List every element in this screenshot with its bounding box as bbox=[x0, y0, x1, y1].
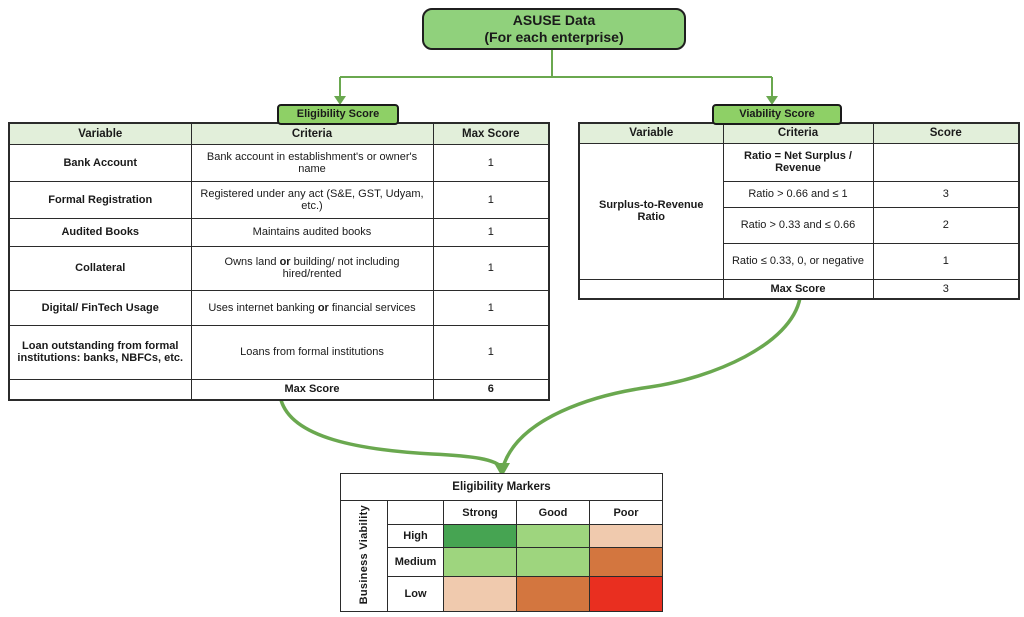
matrix-title-row: Eligibility Markers bbox=[339, 473, 664, 501]
matrix-color-cell bbox=[443, 524, 517, 548]
score-cell: 6 bbox=[432, 378, 550, 401]
matrix-color-cell bbox=[443, 547, 517, 577]
matrix-color-cell bbox=[516, 524, 590, 548]
score-cell: 1 bbox=[432, 324, 550, 380]
score-cell: 1 bbox=[432, 289, 550, 326]
variable-cell bbox=[8, 378, 192, 401]
criteria-cell: Owns land or building/ not including hir… bbox=[190, 245, 434, 291]
variable-cell: Surplus-to-Revenue Ratio bbox=[578, 142, 724, 280]
criteria-cell: Max Score bbox=[190, 378, 434, 401]
variable-cell: Bank Account bbox=[8, 143, 192, 182]
score-cell: 1 bbox=[432, 245, 550, 291]
asuse-data-node: ASUSE Data (For each enterprise) bbox=[422, 8, 686, 50]
criteria-cell: Ratio = Net Surplus / Revenue bbox=[722, 142, 874, 182]
column-header: Score bbox=[872, 122, 1020, 144]
criteria-cell: Ratio > 0.66 and ≤ 1 bbox=[722, 180, 874, 208]
score-cell: 1 bbox=[432, 143, 550, 182]
criteria-cell: Bank account in establishment's or owner… bbox=[190, 143, 434, 182]
variable-cell: Collateral bbox=[8, 245, 192, 291]
asuse-title-line2: (For each enterprise) bbox=[484, 29, 624, 45]
score-cell bbox=[872, 142, 1020, 182]
row-axis-label: Business Viability bbox=[340, 500, 388, 612]
variable-cell: Digital/ FinTech Usage bbox=[8, 289, 192, 326]
score-cell: 1 bbox=[432, 180, 550, 219]
score-cell: 3 bbox=[872, 180, 1020, 208]
variable-cell bbox=[578, 278, 724, 300]
eligibility-score-badge: Eligibility Score bbox=[277, 104, 399, 125]
column-header: Criteria bbox=[190, 122, 434, 145]
score-cell: 1 bbox=[432, 217, 550, 247]
matrix-row-header: High bbox=[387, 524, 444, 548]
matrix-row-header: Medium bbox=[387, 547, 444, 577]
column-header: Criteria bbox=[722, 122, 874, 144]
eligibility-row: Loan outstanding from formal institution… bbox=[8, 324, 550, 380]
criteria-cell: Max Score bbox=[722, 278, 874, 300]
criteria-cell: Uses internet banking or financial servi… bbox=[190, 289, 434, 326]
asuse-title-line1: ASUSE Data bbox=[512, 12, 596, 28]
curve-from-eligibility bbox=[279, 398, 504, 470]
matrix-title: Eligibility Markers bbox=[339, 473, 664, 501]
matrix-row: Medium bbox=[341, 547, 664, 577]
score-cell: 2 bbox=[872, 206, 1020, 244]
score-cell: 1 bbox=[872, 242, 1020, 280]
criteria-cell: Maintains audited books bbox=[190, 217, 434, 247]
matrix-column-header: Poor bbox=[588, 500, 664, 525]
matrix-color-cell bbox=[588, 524, 664, 548]
matrix-row: High bbox=[341, 524, 664, 548]
matrix-color-cell bbox=[588, 576, 664, 612]
matrix-corner-cell bbox=[387, 500, 444, 525]
matrix-color-cell bbox=[516, 576, 590, 612]
column-header: Variable bbox=[8, 122, 192, 145]
top-tree-lines bbox=[339, 46, 773, 97]
criteria-cell: Ratio ≤ 0.33, 0, or negative bbox=[722, 242, 874, 280]
variable-cell: Audited Books bbox=[8, 217, 192, 247]
column-header: Max Score bbox=[432, 122, 550, 145]
criteria-cell: Ratio > 0.33 and ≤ 0.66 bbox=[722, 206, 874, 244]
matrix-row-header: Low bbox=[387, 576, 444, 612]
matrix-row: Low bbox=[341, 576, 664, 612]
column-header: Variable bbox=[578, 122, 724, 144]
criteria-cell: Registered under any act (S&E, GST, Udya… bbox=[190, 180, 434, 219]
variable-cell: Loan outstanding from formal institution… bbox=[8, 324, 192, 380]
matrix-column-header: Good bbox=[516, 500, 590, 525]
variable-cell: Formal Registration bbox=[8, 180, 192, 219]
criteria-cell: Loans from formal institutions bbox=[190, 324, 434, 380]
viability-score-badge: Viability Score bbox=[712, 104, 842, 125]
matrix-color-cell bbox=[443, 576, 517, 612]
matrix-color-cell bbox=[588, 547, 664, 577]
row-axis-label-text: Business Viability bbox=[358, 504, 370, 605]
matrix-color-cell bbox=[516, 547, 590, 577]
score-cell: 3 bbox=[872, 278, 1020, 300]
matrix-column-header: Strong bbox=[443, 500, 517, 525]
